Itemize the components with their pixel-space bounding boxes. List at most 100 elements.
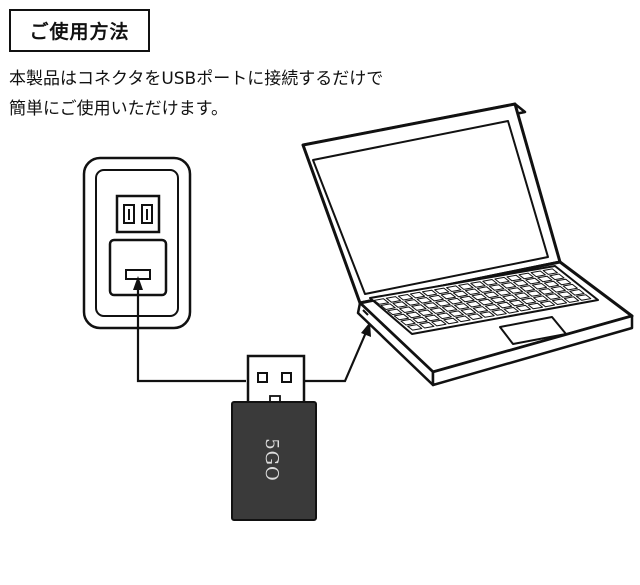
keyboard-key [538,288,554,295]
keyboard-key [506,274,522,282]
keyboard-key [431,319,447,327]
description-line-2: 簡単にご使用いただけます。 [9,99,228,119]
keyboard-key [545,293,561,300]
keyboard-key [494,276,510,284]
keyboard-key [460,308,476,315]
keyboard-key [467,313,483,320]
keyboard-key [409,291,426,299]
keyboard-key [526,290,542,297]
keyboard-key [400,318,416,326]
keyboard-key [470,281,486,288]
keyboard-key [404,299,420,306]
keyboard-key [472,306,489,313]
keyboard-key [373,298,389,305]
keyboard-key [440,292,456,300]
keyboard-key [519,285,536,292]
keyboard-key [471,293,487,301]
keyboard-key [459,295,475,303]
keyboard-key [385,296,402,303]
keyboard-key [514,292,530,299]
keyboard-key [539,300,556,308]
usb-plug-icon [246,354,306,409]
keyboard-key [501,282,517,289]
section-title: ご使用方法 [9,9,150,52]
keyboard-key [416,297,432,304]
keyboard-key [478,298,494,306]
usage-description: 本製品はコネクタをUSBポートに接続するだけで 簡単にご使用いただけます。 [9,64,383,124]
keyboard-key [407,324,423,331]
keyboard-key [542,268,558,275]
keyboard-key [435,300,451,307]
ac-adapter-icon [108,194,168,297]
keyboard-key [550,286,566,293]
laptop-icon [301,102,634,387]
keyboard-key [576,294,592,301]
keyboard-key [434,287,450,295]
keyboard-key [424,314,440,322]
keyboard-key [482,279,498,286]
arrow-head-laptop [361,322,371,337]
keyboard-key [563,296,580,303]
keyboard-key [557,291,573,298]
keyboard-key [490,296,506,304]
keyboard-key [412,316,428,324]
keyboard-key [397,294,414,301]
keyboard-key [423,302,439,309]
keyboard-key [392,301,408,308]
keyboard-key [446,285,462,292]
keyboard-key [531,283,548,290]
keyboard-key [513,279,529,287]
keyboard-key [502,294,518,302]
keyboard-key [521,297,537,305]
keyboard-key [464,288,481,295]
keyboard-key [479,311,495,318]
keyboard-key [476,286,493,293]
keyboard-key [422,289,438,297]
keyboard-key [419,321,435,329]
keyboard-key [484,304,501,311]
keyboard-key [533,295,549,302]
keyboard-key [443,317,459,325]
keyboard-key [496,301,513,309]
keyboard-key [525,277,541,285]
keyboard-key [537,275,553,283]
keyboard-key [489,284,505,291]
keyboard-key [399,306,415,313]
keyboard-key [447,297,463,305]
keyboard-key [569,289,585,296]
keyboard-key [515,304,531,312]
keyboard-key [454,303,470,310]
keyboard-key [380,303,396,310]
keyboard-key [417,309,434,316]
keyboard-key [562,283,578,291]
keyboard-key [411,304,427,311]
device-label: 5GO [261,438,282,482]
keyboard-key [527,302,543,310]
keyboard-key [436,312,452,320]
keyboard-key [551,298,568,305]
keyboard-key [405,311,422,319]
arrow-head-outlet [133,276,143,290]
description-line-1: 本製品はコネクタをUSBポートに接続するだけで [9,69,384,89]
keyboard-key [556,278,572,286]
keyboard-key [518,272,534,280]
keyboard-key [452,290,469,298]
keyboard-key [495,289,511,296]
keyboard-key [483,291,499,299]
keyboard-key [393,313,409,321]
keyboard-key [458,283,474,290]
connection-lines [136,284,369,383]
keyboard-key [428,294,444,302]
keyboard-key [491,309,507,316]
keyboard-key [448,310,464,317]
keyboard-key [429,307,446,314]
usb-device-icon: 5GO [231,401,317,521]
keyboard-key [442,305,458,312]
keyboard-key [503,307,519,314]
keyboard-key [543,280,560,288]
keyboard-key [455,315,471,323]
keyboard-key [530,270,546,278]
keyboard-key [507,287,523,294]
keyboard-key [387,308,403,316]
